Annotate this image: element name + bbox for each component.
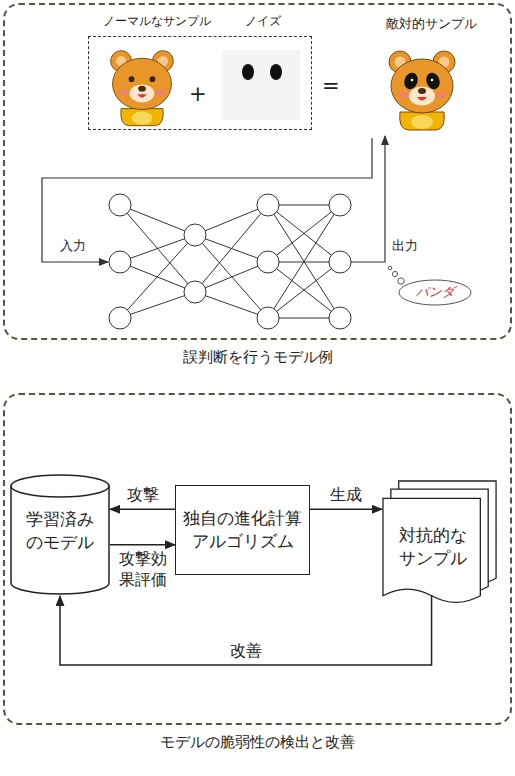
neuron [257, 307, 279, 329]
connector-arrow [310, 509, 382, 511]
link [120, 205, 195, 292]
cylinder-top [11, 475, 109, 497]
thought-bubble: パンダ [398, 279, 472, 306]
noise-spot [270, 64, 282, 80]
connector-arrow [110, 509, 175, 511]
connector-arrow [110, 544, 175, 546]
neuron [109, 194, 131, 216]
link [120, 235, 195, 318]
link [195, 205, 268, 235]
network-links [120, 205, 340, 318]
thought-dot [392, 271, 397, 276]
neuron [184, 224, 206, 246]
link [195, 205, 268, 292]
sample-label: ノイズ [245, 13, 281, 30]
link [120, 235, 195, 262]
bear-base [389, 51, 455, 130]
neuron [329, 194, 351, 216]
edge-label: 改善 [230, 641, 262, 662]
eye-highlight [411, 79, 414, 82]
edge-label: 攻撃 [127, 485, 159, 506]
input-wire [42, 138, 372, 262]
neuron [257, 251, 279, 273]
output-wire [351, 136, 385, 262]
link [195, 235, 268, 318]
panda-patch [402, 71, 420, 91]
link [268, 205, 340, 262]
link [268, 262, 340, 318]
sample-label: 敵対的サンプル [386, 16, 477, 33]
node-text: 学習済み のモデル [20, 508, 100, 596]
node-text: 対抗的な サンプル [384, 524, 482, 570]
noise-patch [222, 50, 300, 120]
dashed-panel: 誤判断を行うモデル例ノーマルなサンプルノイズパンダ [3, 3, 512, 340]
bubble-text: パンダ [416, 284, 455, 301]
thought-dot [388, 266, 392, 270]
neuron [329, 307, 351, 329]
panel-caption: 誤判断を行うモデル例 [5, 348, 510, 367]
neuron [109, 307, 131, 329]
neuron [109, 251, 131, 273]
link [268, 205, 340, 262]
dashed-panel: モデルの脆弱性の検出と改善学習済み のモデル独自の進化計算 アルゴリズム対抗的な… [3, 393, 512, 725]
normal-bear [111, 51, 174, 126]
io-label: 出力 [392, 238, 418, 255]
link [195, 292, 268, 318]
eye-highlight [431, 79, 434, 82]
plus-sign: + [189, 82, 207, 106]
neuron [329, 251, 351, 273]
panel-caption: モデルの脆弱性の検出と改善 [5, 733, 510, 752]
node-text: 独自の進化計算 アルゴリズム [176, 507, 309, 553]
edge-label: 攻撃効 果評価 [114, 549, 172, 591]
link [120, 292, 195, 318]
neuron [257, 194, 279, 216]
adversarial-bear [389, 51, 455, 130]
link [268, 262, 340, 318]
connector-arrow [60, 595, 432, 665]
model-cylinder: 学習済み のモデル [10, 474, 110, 596]
noise-spot [242, 64, 254, 80]
edge-label: 生成 [330, 485, 362, 506]
neuron [184, 281, 206, 303]
equals-sign: = [322, 74, 340, 98]
network-neurons [109, 194, 351, 329]
document-stack: 対抗的な サンプル [382, 480, 500, 608]
link [120, 205, 195, 235]
panda-patch [424, 71, 442, 91]
process-box: 独自の進化計算 アルゴリズム [175, 485, 310, 575]
link [195, 262, 268, 292]
sample-label: ノーマルなサンプル [103, 13, 211, 30]
io-label: 入力 [60, 238, 86, 255]
thought-dot [398, 278, 404, 284]
bubble-ellipse [399, 280, 471, 305]
